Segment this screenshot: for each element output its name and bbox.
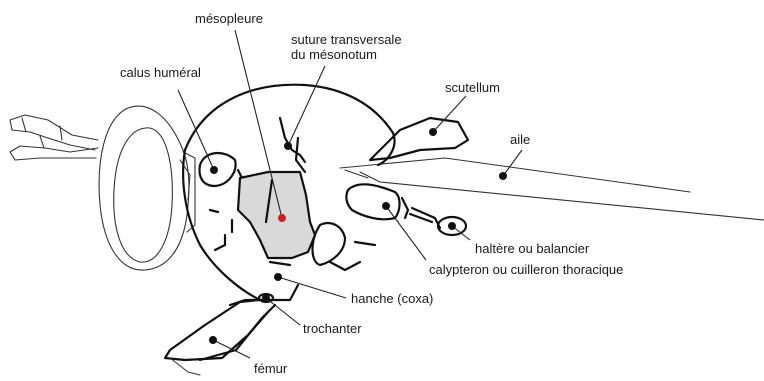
dot-hanche [274, 273, 282, 281]
label-haltere: haltère ou balancier [475, 241, 590, 256]
label-calypteron: calypteron ou cuilleron thoracique [429, 262, 623, 277]
dot-scutellum [429, 128, 437, 136]
dot-trochanter [262, 294, 270, 302]
head-outline [99, 106, 195, 270]
dot-calypteron [382, 202, 390, 210]
mesopleure-region [238, 172, 315, 258]
label-hanche: hanche (coxa) [351, 291, 433, 306]
label-mesopleure: mésopleure [195, 11, 263, 26]
label-aile: aile [510, 132, 530, 147]
label-scutellum: scutellum [445, 80, 500, 95]
scutellum-outline [370, 118, 468, 160]
dot-suture [284, 142, 292, 150]
label-suture-line2: du mésonotum [291, 47, 377, 62]
wing-outline [340, 158, 764, 220]
dot-haltere [448, 222, 456, 230]
label-femur: fémur [254, 361, 288, 376]
dot-mesopleure [278, 214, 286, 222]
antenna-outline [10, 115, 98, 160]
dot-calus [210, 166, 218, 174]
label-calus-humeral: calus huméral [120, 65, 201, 80]
label-suture-line1: suture transversale [291, 32, 402, 47]
dot-aile [499, 172, 507, 180]
label-trochanter: trochanter [303, 321, 362, 336]
dot-femur [209, 336, 217, 344]
